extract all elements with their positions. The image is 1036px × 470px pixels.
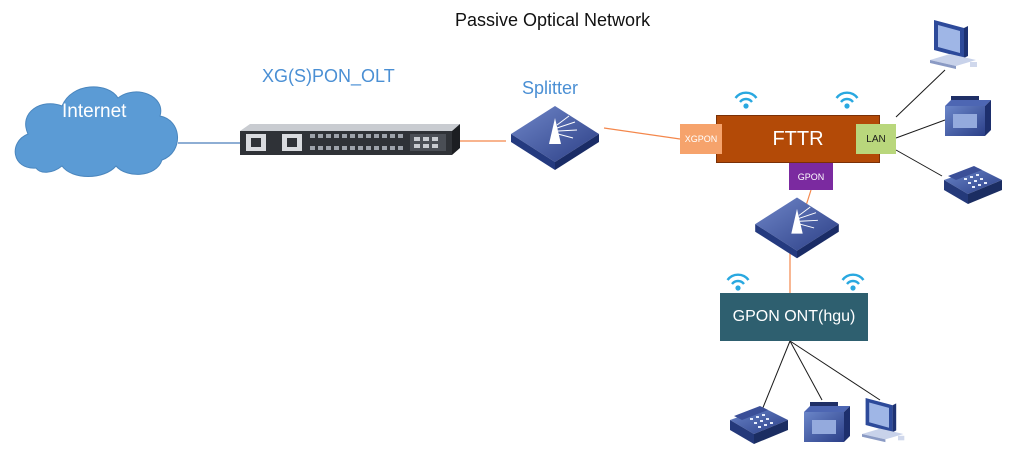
link-splitter-fttr <box>603 127 681 140</box>
wifi-icon <box>726 273 750 292</box>
printer-icon <box>945 96 991 136</box>
splitter-label: Splitter <box>522 78 579 98</box>
diagram-title: Passive Optical Network <box>455 10 651 30</box>
splitter-icon <box>510 105 600 171</box>
computer-icon <box>862 398 905 443</box>
link-ont-computer <box>789 340 881 401</box>
printer-icon <box>804 402 850 442</box>
phone-icon <box>730 406 788 444</box>
olt-label: XG(S)PON_OLT <box>262 66 395 86</box>
link-ont-printer <box>789 340 823 401</box>
cloud-icon <box>14 86 178 177</box>
link-lan-computer <box>895 69 946 118</box>
wifi-icon <box>835 91 859 110</box>
internet-label: Internet <box>62 101 127 122</box>
olt-chassis-icon <box>240 124 460 155</box>
ont-box: GPON ONT(hgu) <box>720 293 868 341</box>
phone-icon <box>944 166 1002 204</box>
wifi-icon <box>841 273 865 292</box>
gpon-port: GPON <box>789 163 833 190</box>
wifi-icon <box>734 91 758 110</box>
splitter-icon <box>754 197 840 259</box>
link-ont-phone <box>761 340 791 411</box>
fttr-box: FTTR <box>716 115 880 163</box>
xgpon-port: XGPON <box>680 124 722 154</box>
lan-port: LAN <box>856 124 896 154</box>
computer-icon <box>930 20 977 69</box>
link-lan-printer <box>895 119 946 139</box>
link-lan-phone <box>895 149 943 177</box>
